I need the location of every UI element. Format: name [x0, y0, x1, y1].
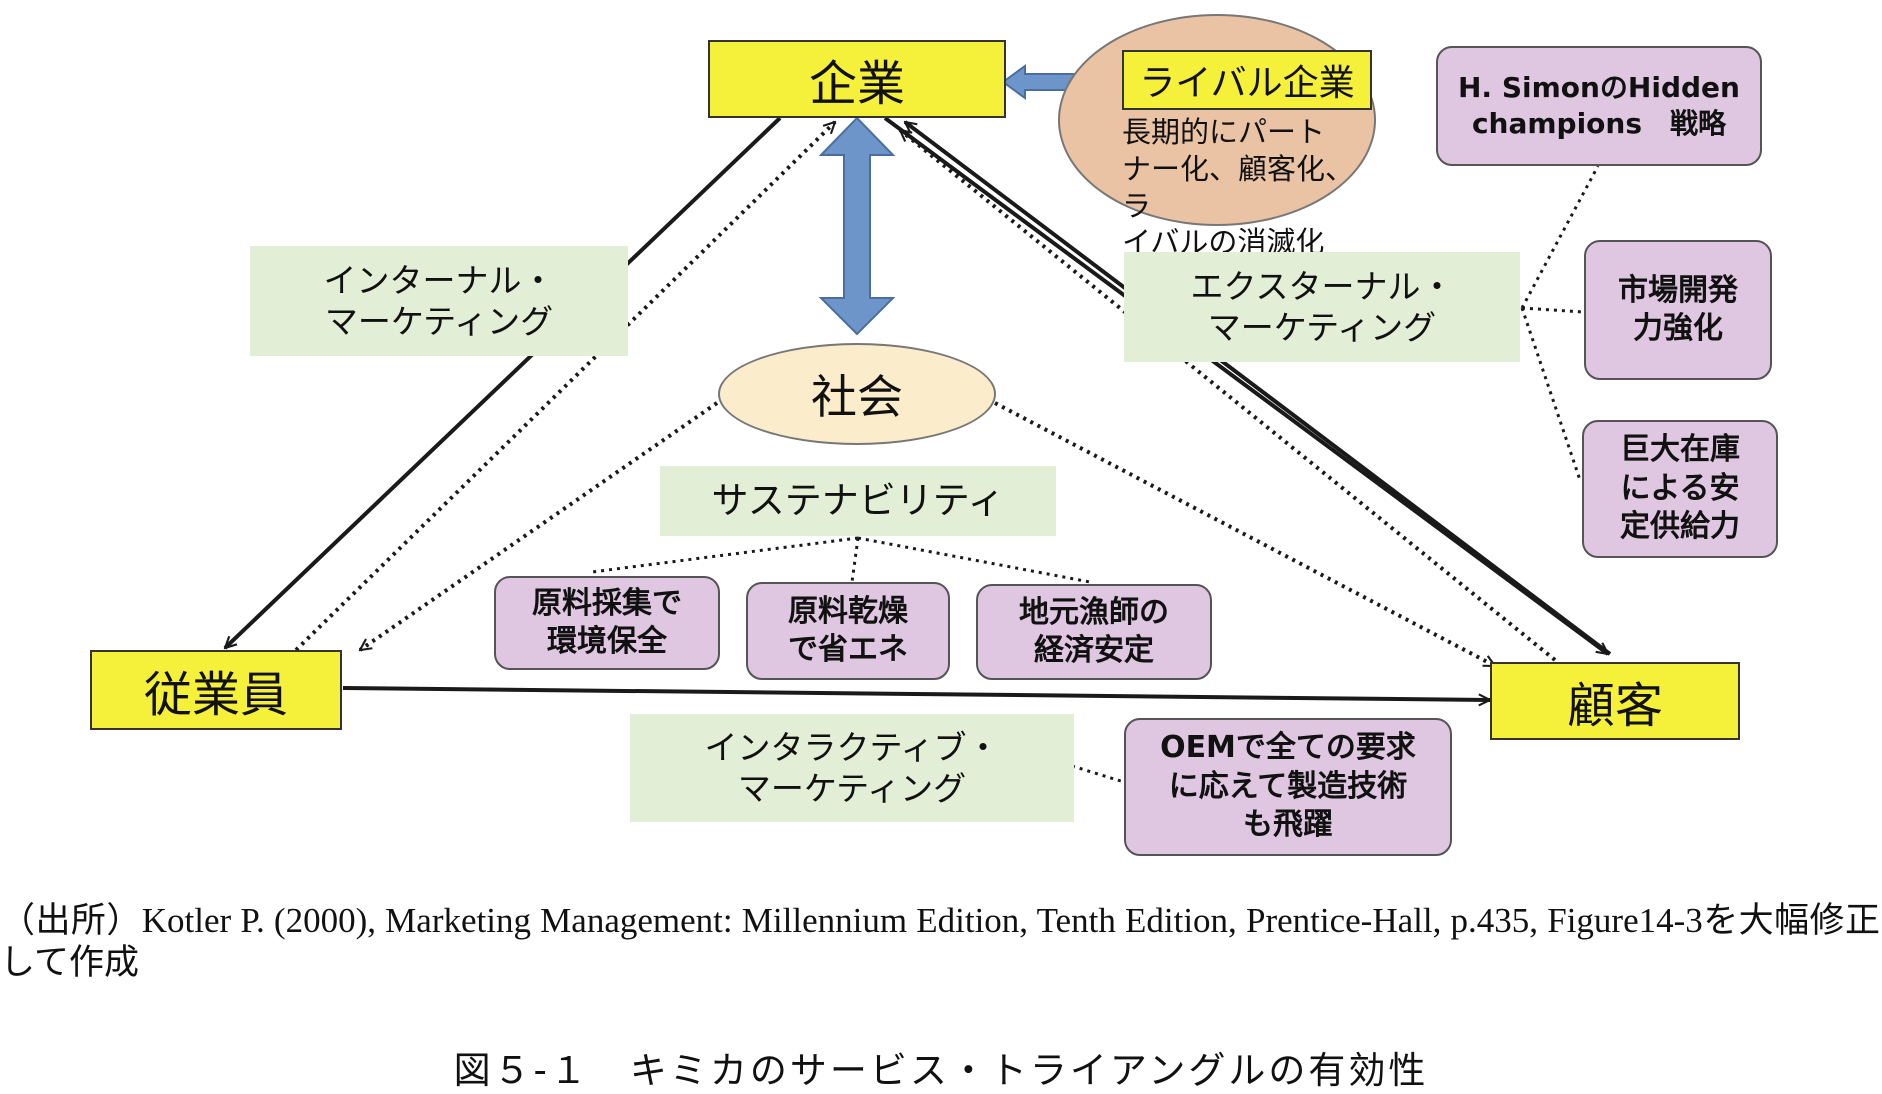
- society-to-customer-dotted-arrow: [994, 401, 1495, 668]
- hidden-champions-note: H. SimonのHidden champions 戦略: [1436, 46, 1762, 166]
- employee-node: 従業員: [90, 650, 342, 730]
- employee-to-company-dotted-arrow: [294, 122, 835, 652]
- sustainability-label: サステナビリティ: [660, 466, 1056, 536]
- oem-note: OEMで全ての要求 に応えて製造技術 も飛躍: [1124, 718, 1452, 856]
- society-label: 社会: [811, 370, 903, 424]
- company-to-customer-arrow: [883, 116, 1608, 656]
- customer-label: 顧客: [1566, 678, 1663, 734]
- interactive-marketing-label: インタラクティブ・ マーケティング: [630, 714, 1074, 822]
- external-marketing-label: エクスターナル・ マーケティング: [1124, 252, 1520, 362]
- inventory-note: 巨大在庫 による安 定供給力: [1582, 420, 1778, 558]
- sustain-item-raw-material-text: 原料採集で 環境保全: [532, 585, 682, 659]
- rival-title: ライバル企業: [1139, 63, 1355, 104]
- interactive-marketing-text: インタラクティブ・ マーケティング: [704, 727, 1000, 808]
- sustain-item-fishermen: 地元漁師の 経済安定: [976, 584, 1212, 680]
- sustain-item-raw-material: 原料採集で 環境保全: [494, 576, 720, 670]
- internal-marketing-text: インターナル・ マーケティング: [323, 260, 555, 341]
- company-node: 企業: [708, 40, 1006, 118]
- hidden-champions-text: H. SimonのHidden champions 戦略: [1458, 71, 1740, 140]
- internal-marketing-label: インターナル・ マーケティング: [250, 246, 628, 356]
- market-development-note: 市場開発 力強化: [1584, 240, 1772, 380]
- external-marketing-text: エクスターナル・ マーケティング: [1190, 266, 1454, 347]
- market-development-text: 市場開発 力強化: [1618, 272, 1738, 346]
- customer-node: 顧客: [1490, 662, 1740, 740]
- society-label-wrap: 社会: [718, 343, 996, 445]
- external-marketing-connectors: [1520, 165, 1600, 481]
- interactive-oem-connector: [1071, 764, 1125, 784]
- society-to-employee-dotted-arrow: [360, 401, 719, 652]
- rival-ellipse: [1058, 14, 1376, 226]
- sustainability-text: サステナビリティ: [711, 478, 1005, 522]
- company-label: 企業: [808, 56, 905, 112]
- society-ellipse: [718, 343, 996, 445]
- company-society-double-arrow: [818, 116, 896, 336]
- rival-description: 長期的にパート ナー化、顧客化、ラ イバルの消滅化: [1122, 115, 1355, 260]
- inventory-text: 巨大在庫 による安 定供給力: [1620, 432, 1740, 545]
- customer-to-company-arrow: [905, 120, 1612, 656]
- employee-to-customer-arrow: [342, 686, 1490, 700]
- sustain-item-drying: 原料乾燥 で省エネ: [746, 582, 950, 680]
- figure-caption: 図５-１ キミカのサービス・トライアングルの有効性: [453, 1049, 1429, 1092]
- sustain-item-fishermen-text: 地元漁師の 経済安定: [1019, 594, 1169, 668]
- source-note: （出所）Kotler P. (2000), Marketing Manageme…: [0, 901, 1880, 982]
- sustain-item-drying-text: 原料乾燥 で省エネ: [788, 593, 908, 667]
- employee-label: 従業員: [143, 667, 288, 723]
- rival-title-box: ライバル企業: [1122, 50, 1372, 110]
- oem-text: OEMで全ての要求 に応えて製造技術 も飛躍: [1160, 730, 1416, 843]
- company-to-employee-arrow: [225, 116, 782, 648]
